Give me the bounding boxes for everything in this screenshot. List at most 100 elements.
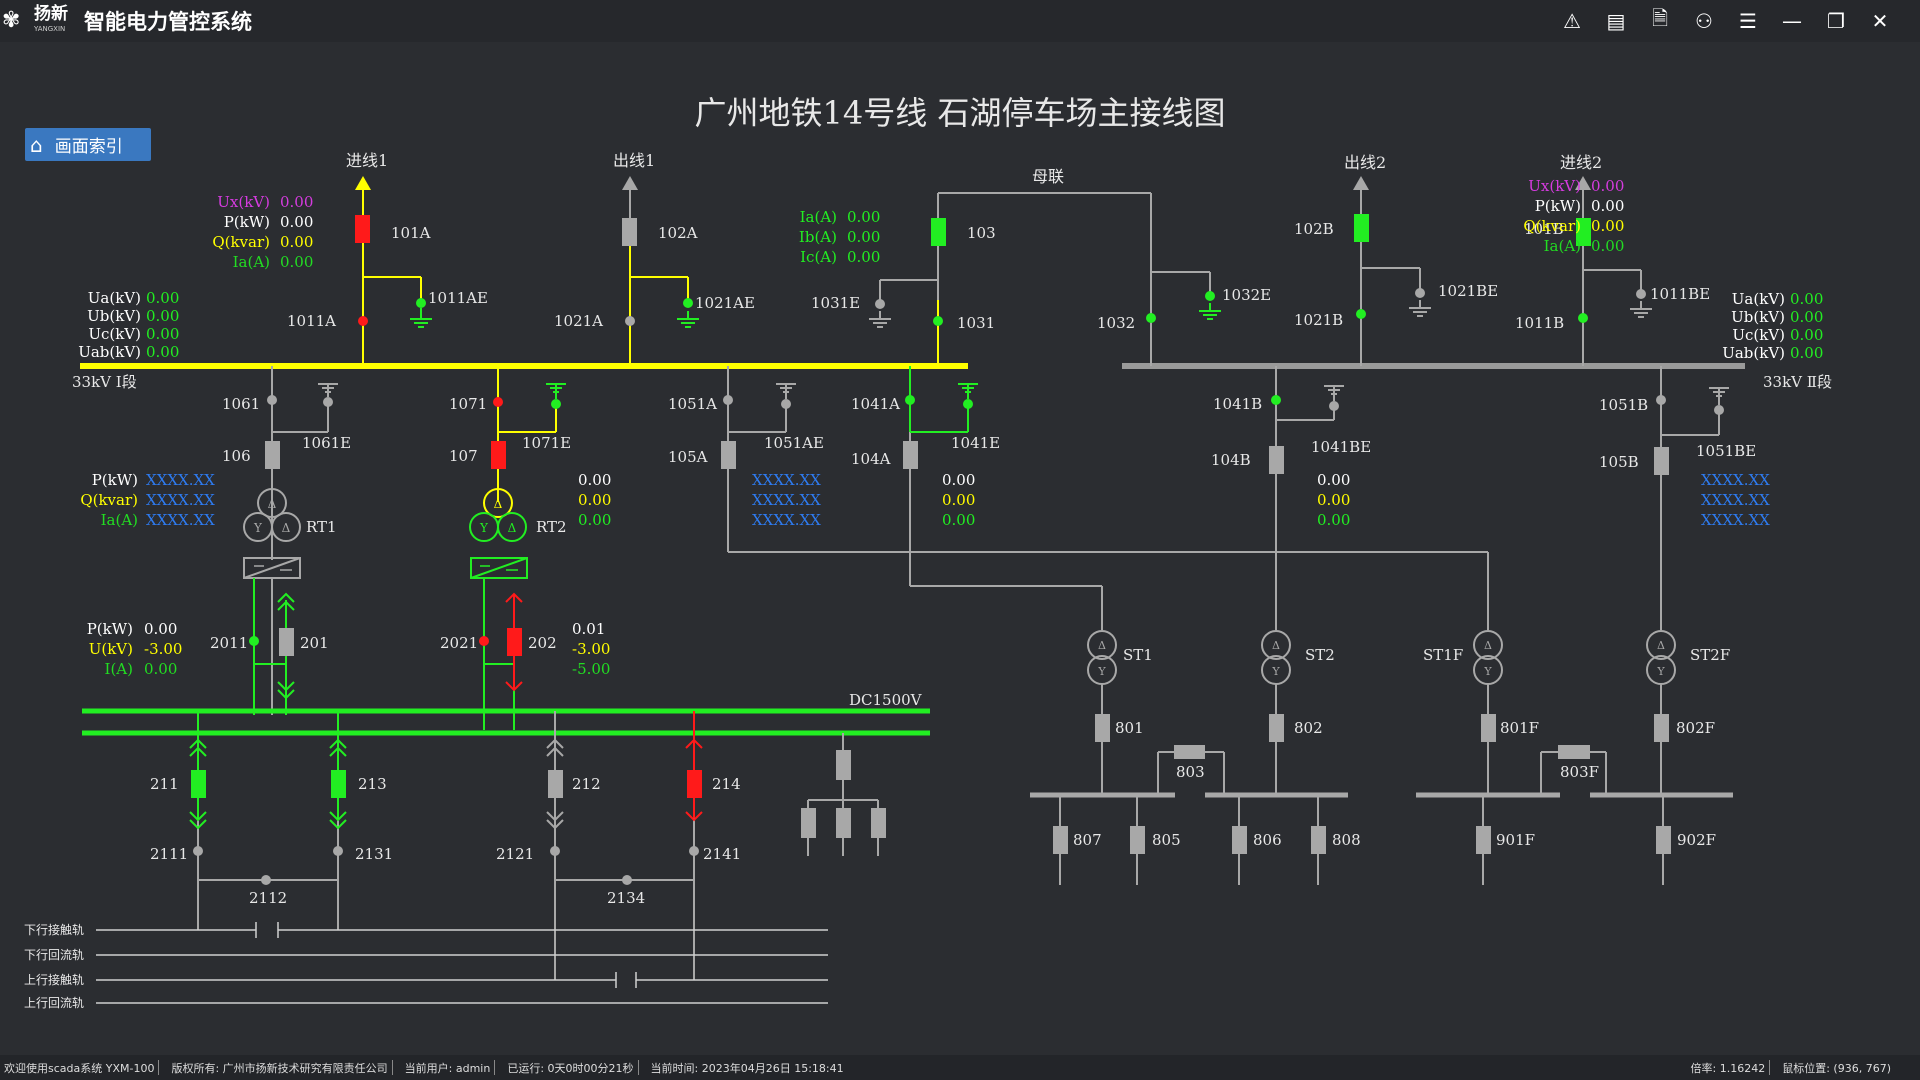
title-bar-toolbar: ⚠ ▤ 🗎 ⚇ ☰ — ❐ ✕ — [1550, 0, 1902, 42]
switch-1021a[interactable] — [625, 316, 635, 326]
warning-icon[interactable]: ⚠ — [1563, 9, 1581, 33]
switch-2131[interactable] — [333, 846, 343, 856]
label-1071e: 1071E — [522, 434, 571, 452]
meas-103-key: Ib(A) — [799, 228, 837, 246]
breaker-202[interactable] — [507, 628, 522, 656]
restore-icon[interactable]: ❐ — [1827, 9, 1845, 33]
switch-1021be[interactable] — [1415, 288, 1425, 298]
switch-2112[interactable] — [261, 875, 271, 885]
breaker-214[interactable] — [687, 770, 702, 798]
switch-1041b[interactable] — [1271, 395, 1281, 405]
switch-2134[interactable] — [622, 875, 632, 885]
label-1032e: 1032E — [1222, 286, 1271, 304]
search-doc-icon[interactable]: 🗎 — [1651, 6, 1669, 30]
switch-1061[interactable] — [267, 395, 277, 405]
label-bus-1: 33kV Ⅰ段 — [72, 373, 137, 391]
breaker-801[interactable] — [1095, 714, 1110, 742]
meas-bus-2-value: 0.00 — [1790, 344, 1823, 362]
label-107: 107 — [449, 447, 478, 465]
breaker-dc-spare[interactable] — [836, 750, 851, 780]
breaker-105a[interactable] — [721, 441, 736, 469]
screen-index-label: 画面索引 — [54, 137, 123, 157]
switch-1051a[interactable] — [723, 395, 733, 405]
meas-rt1-key: Q(kvar) — [80, 491, 138, 509]
switch-1011b[interactable] — [1578, 313, 1588, 323]
meas-bus-1-value: 0.00 — [146, 307, 179, 325]
switch-1021ae[interactable] — [683, 298, 693, 308]
svg-text:Δ: Δ — [1098, 639, 1106, 652]
breaker-102b[interactable] — [1354, 214, 1369, 242]
switch-1011ae[interactable] — [416, 298, 426, 308]
switch-1031e[interactable] — [875, 299, 885, 309]
meas-incoming-1-key: Q(kvar) — [212, 233, 270, 251]
breaker-105b[interactable] — [1654, 447, 1669, 475]
user-settings-icon[interactable]: ⚇ — [1695, 9, 1713, 33]
switch-1032e[interactable] — [1205, 291, 1215, 301]
breaker-212[interactable] — [548, 770, 563, 798]
meas-104a-value: 0.00 — [942, 491, 975, 509]
switch-1011be[interactable] — [1636, 289, 1646, 299]
menu-icon[interactable]: ☰ — [1739, 9, 1757, 33]
switch-1031[interactable] — [933, 316, 943, 326]
breaker-104a[interactable] — [903, 441, 918, 469]
switch-2121[interactable] — [550, 846, 560, 856]
breaker-104b[interactable] — [1269, 446, 1284, 474]
breaker-dc-spare-a[interactable] — [801, 808, 816, 838]
label-incoming-2: 进线2 — [1560, 153, 1602, 172]
breaker-803[interactable] — [1174, 745, 1205, 759]
breaker-808[interactable] — [1311, 826, 1326, 854]
svg-text:Y: Y — [1271, 665, 1280, 678]
breaker-211[interactable] — [191, 770, 206, 798]
switch-2021[interactable] — [479, 636, 489, 646]
breaker-902f[interactable] — [1656, 826, 1671, 854]
measurement-layer: Ux(kV)0.00P(kW)0.00Q(kvar)0.00Ia(A)0.00U… — [78, 177, 1823, 678]
label-1011ae: 1011AE — [428, 289, 488, 307]
breaker-107[interactable] — [491, 441, 506, 469]
breaker-101a[interactable] — [355, 215, 370, 243]
breaker-dc-spare-b[interactable] — [836, 808, 851, 838]
meas-201-value: 0.00 — [144, 660, 177, 678]
breaker-802f[interactable] — [1654, 714, 1669, 742]
switch-1051ae[interactable] — [781, 399, 791, 409]
minimize-icon[interactable]: — — [1782, 9, 1802, 33]
meas-incoming-2-key: Ia(A) — [1544, 237, 1581, 255]
switch-1021b[interactable] — [1356, 309, 1366, 319]
breaker-801f[interactable] — [1481, 714, 1496, 742]
switch-1041be[interactable] — [1329, 401, 1339, 411]
switch-1051be[interactable] — [1714, 405, 1724, 415]
switch-2111[interactable] — [193, 846, 203, 856]
breaker-901f[interactable] — [1476, 826, 1491, 854]
label-rt2: RT2 — [536, 518, 567, 536]
breaker-103[interactable] — [931, 218, 946, 246]
switch-1011a[interactable] — [358, 316, 368, 326]
breaker-201[interactable] — [279, 628, 294, 656]
switch-1032[interactable] — [1146, 313, 1156, 323]
label-2011: 2011 — [210, 634, 248, 652]
transformer-rt2[interactable] — [469, 488, 528, 579]
screen-index-button[interactable]: ⌂ 画面索引 — [25, 128, 151, 161]
switch-2141[interactable] — [689, 846, 699, 856]
switch-1041a[interactable] — [905, 395, 915, 405]
switch-1071[interactable] — [493, 397, 503, 407]
switch-1051b[interactable] — [1656, 395, 1666, 405]
switch-1071e[interactable] — [551, 399, 561, 409]
close-icon[interactable]: ✕ — [1871, 9, 1889, 33]
breaker-805[interactable] — [1130, 826, 1145, 854]
breaker-803f[interactable] — [1558, 745, 1590, 759]
breaker-213[interactable] — [331, 770, 346, 798]
breaker-101b[interactable] — [1576, 218, 1591, 246]
breaker-807[interactable] — [1053, 826, 1068, 854]
label-214: 214 — [712, 775, 741, 793]
breaker-106[interactable] — [265, 441, 280, 469]
report-icon[interactable]: ▤ — [1606, 9, 1626, 33]
breaker-806[interactable] — [1232, 826, 1247, 854]
label-1021be: 1021BE — [1438, 282, 1498, 300]
switch-1041e[interactable] — [963, 399, 973, 409]
meas-incoming-1-key: P(kW) — [224, 213, 270, 231]
transformer-rt1[interactable] — [243, 488, 301, 579]
switch-1061e[interactable] — [323, 397, 333, 407]
breaker-802[interactable] — [1269, 714, 1284, 742]
breaker-dc-spare-c[interactable] — [871, 808, 886, 838]
switch-2011[interactable] — [249, 636, 259, 646]
breaker-102a[interactable] — [622, 218, 637, 246]
